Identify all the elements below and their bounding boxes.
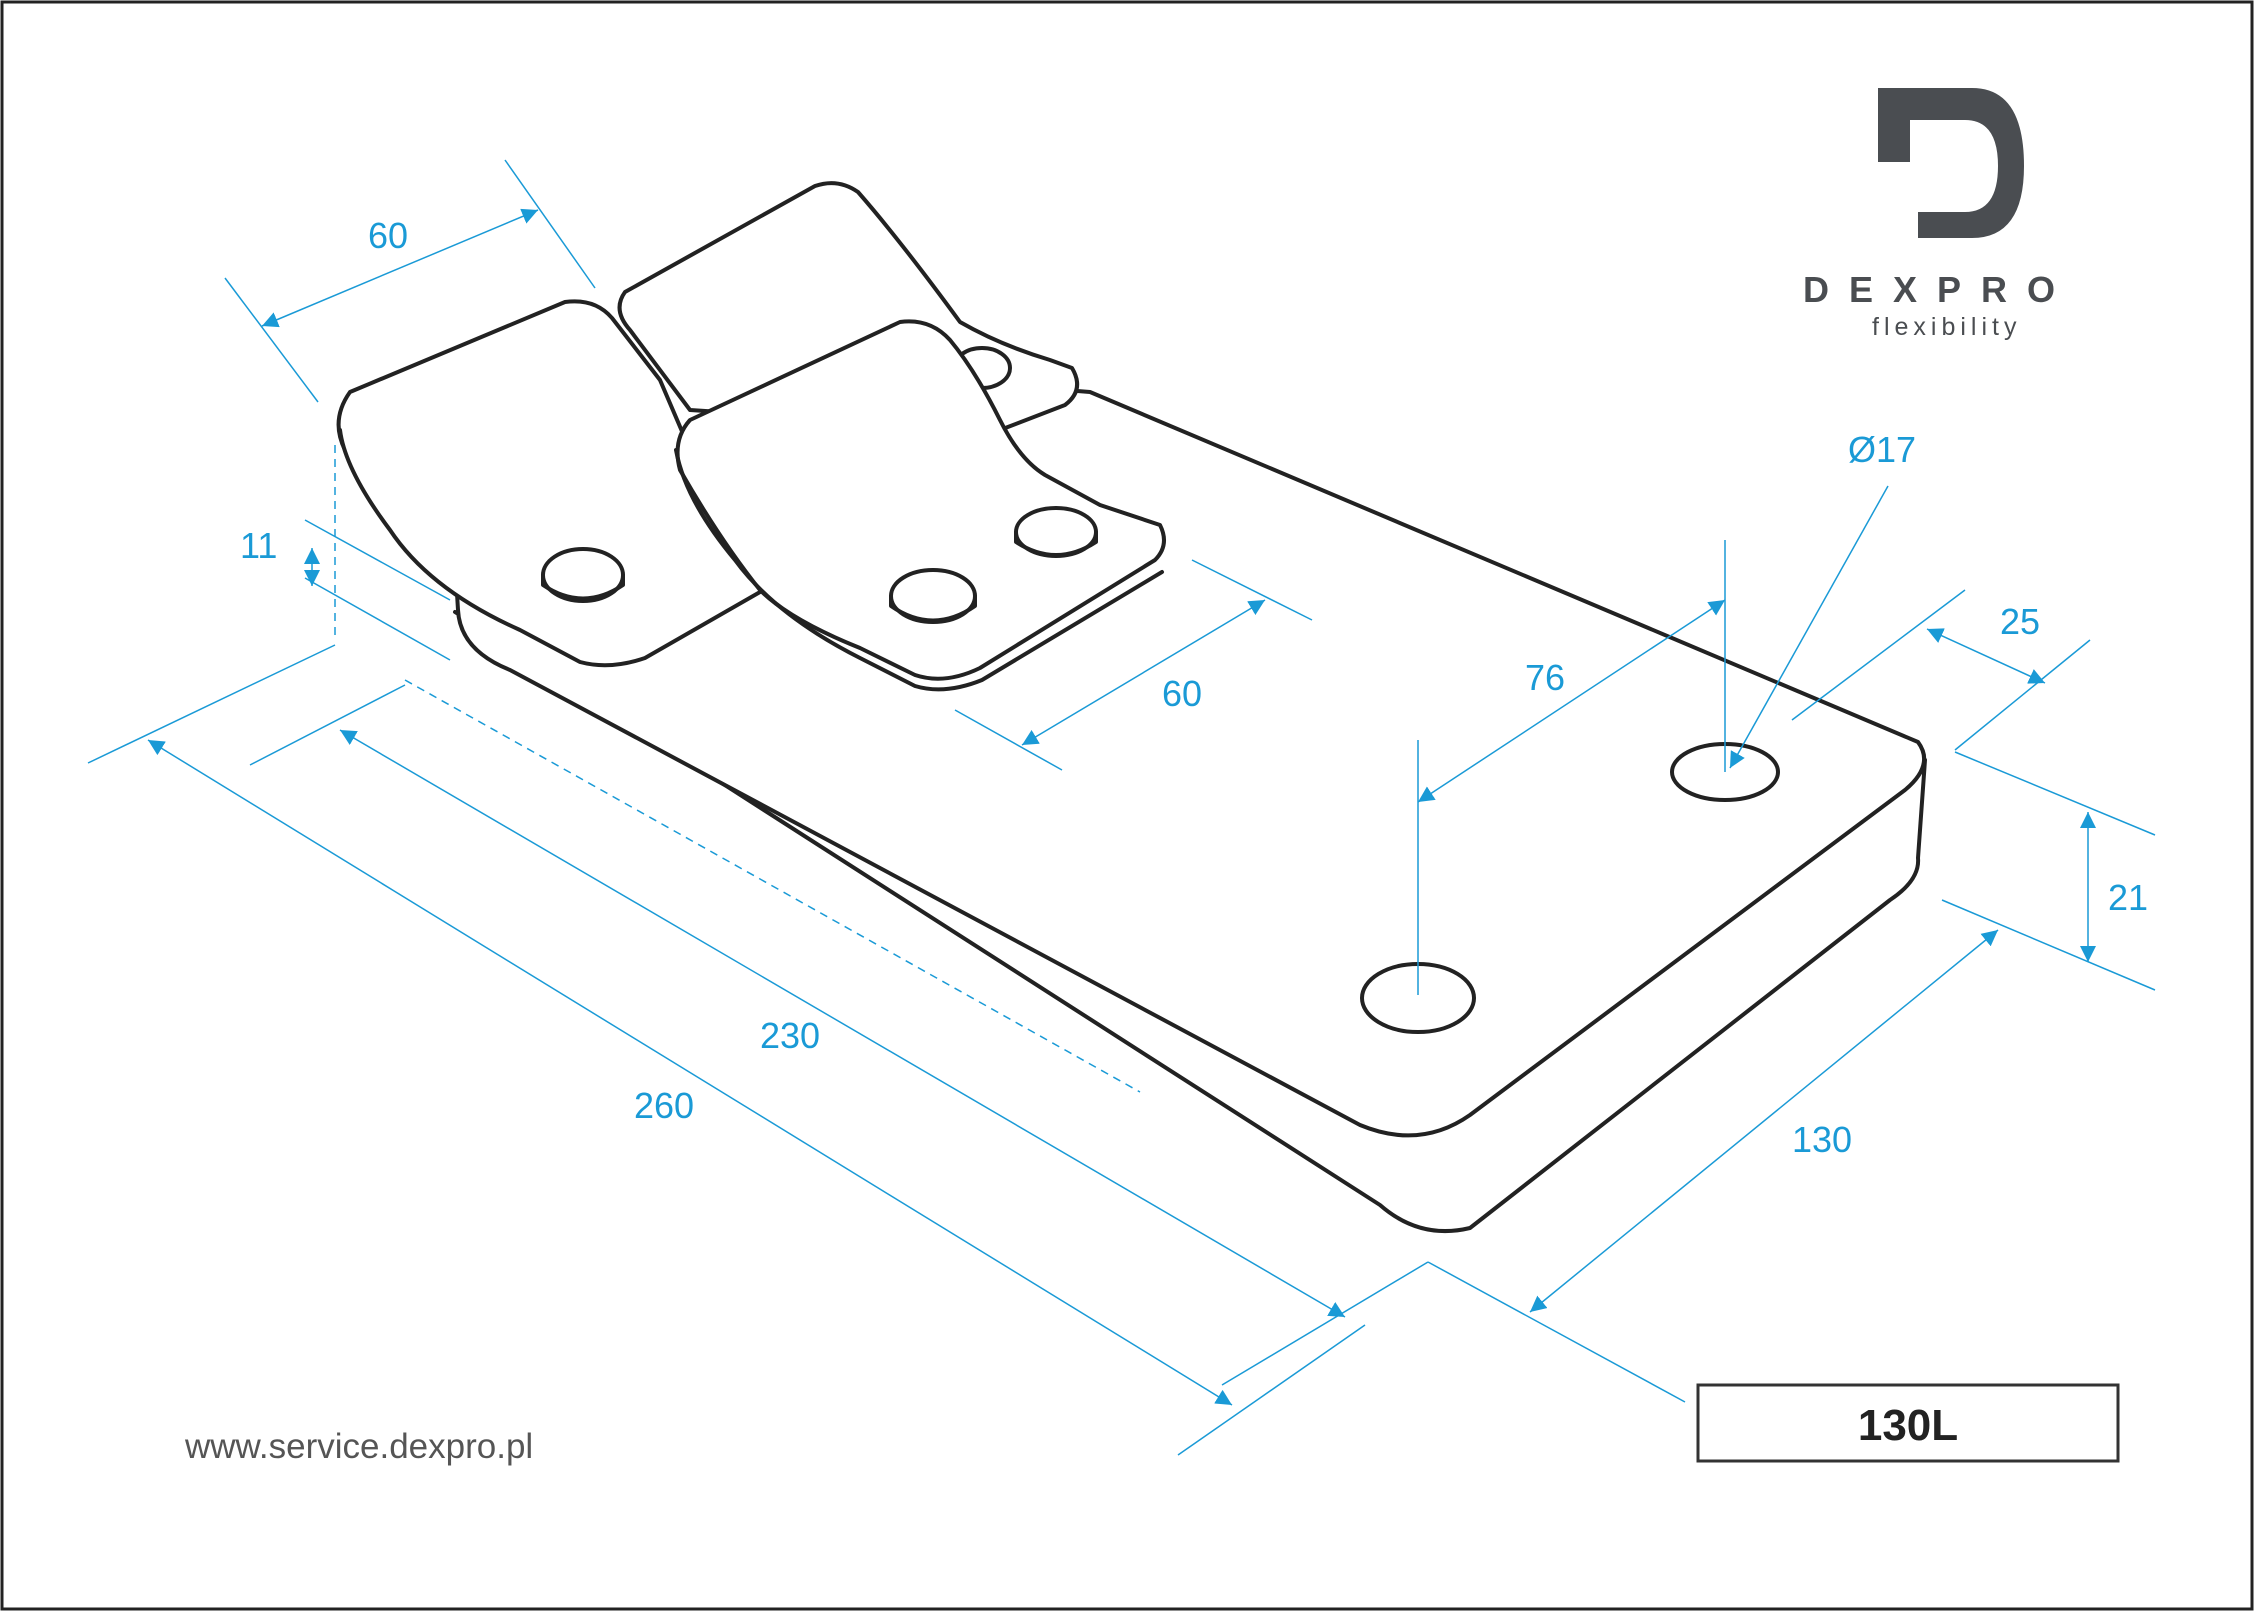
front-flap [674, 319, 1166, 692]
website-url: www.service.dexpro.pl [184, 1427, 533, 1466]
left-flap [336, 299, 797, 668]
model-box: 130L [1696, 1383, 2120, 1463]
dim-hole-edge-offset: 25 [2000, 601, 2040, 642]
dim-hole-spacing: 76 [1525, 657, 1565, 698]
dimension-lines [87, 159, 2156, 1456]
dim-hole-diameter: Ø17 [1848, 429, 1916, 470]
dim-flap-width-top: 60 [368, 215, 408, 256]
dim-base-height: 21 [2108, 877, 2148, 918]
brand-name: DEXPRO [1803, 269, 2075, 310]
dim-flap-width-front: 60 [1162, 673, 1202, 714]
dim-flap-thickness: 11 [240, 525, 277, 566]
dexpro-logo: DEXPRO flexibility [1803, 88, 2075, 341]
dim-overall-length: 260 [634, 1085, 694, 1126]
model-label: 130L [1858, 1401, 1958, 1450]
brand-tagline: flexibility [1872, 313, 2021, 341]
dim-inner-length: 230 [760, 1015, 820, 1056]
dim-base-width: 130 [1792, 1119, 1852, 1160]
logo-d-mark [1878, 88, 2024, 238]
dimension-labels: 60 11 60 76 Ø17 25 21 130 230 260 [240, 215, 2148, 1160]
